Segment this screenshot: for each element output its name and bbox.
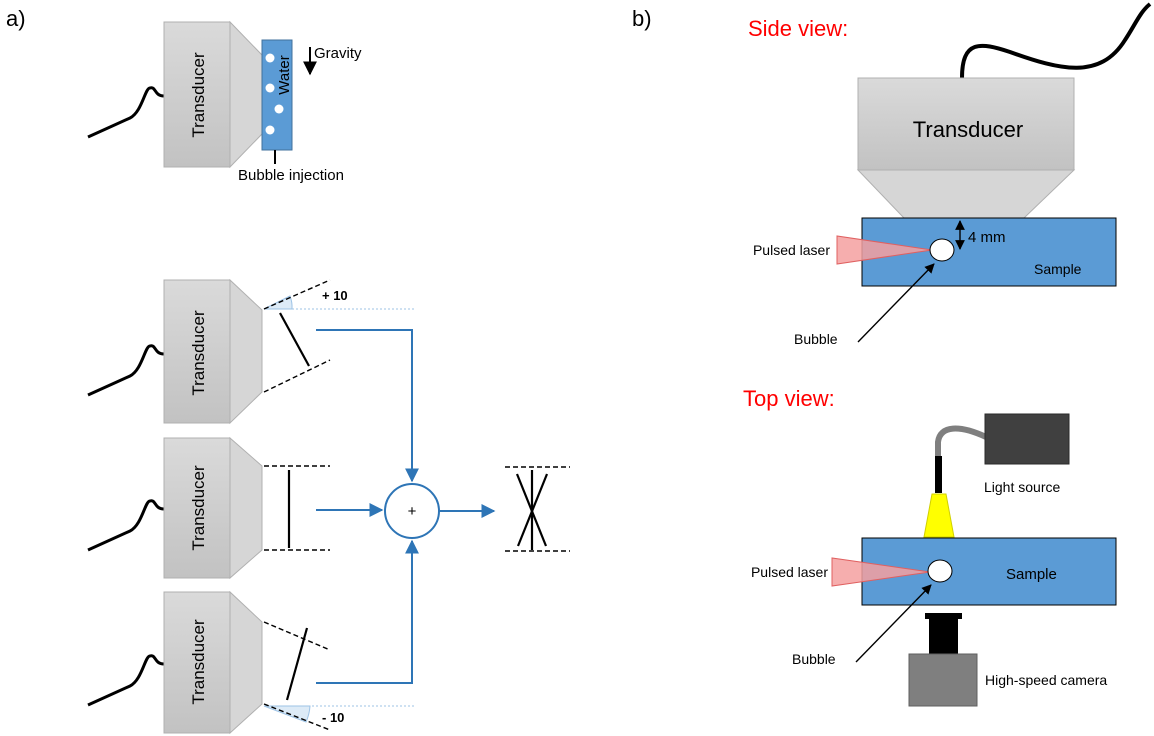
light-source-label: Light source (984, 479, 1060, 495)
top-bubble (927, 559, 953, 583)
side-laser-beam (836, 235, 933, 265)
bubble-dot (265, 125, 275, 135)
bubble-injection-label: Bubble injection (238, 167, 344, 184)
camera-label: High-speed camera (985, 672, 1107, 688)
top-laser-beam (831, 557, 931, 587)
zero-wavefront (264, 465, 330, 551)
light-source: Light source (923, 413, 1070, 538)
compounded-wavefront (505, 466, 570, 552)
side-bubble (929, 238, 955, 262)
sum-symbol: + (408, 503, 417, 520)
panel-a-label: a) (6, 6, 26, 31)
light-cone (923, 493, 955, 538)
plus-10-wavefront: + 10 (263, 279, 414, 393)
bubble-dot (265, 83, 275, 93)
high-speed-camera: High-speed camera (908, 613, 1107, 707)
side-bubble-pointer (857, 263, 935, 343)
transducer-1-label: Transducer (189, 310, 208, 396)
angle-plus-label: + 10 (322, 288, 348, 303)
top-laser-label: Pulsed laser (751, 564, 828, 580)
side-view-title: Side view: (748, 16, 848, 41)
top-transducer: Transducer (87, 20, 263, 169)
side-sample-label: Sample (1034, 261, 1082, 277)
transducer-3-label: Transducer (189, 619, 208, 705)
transducer-2-label: Transducer (189, 465, 208, 551)
summation-flow: + (316, 329, 496, 684)
panel-b-label: b) (632, 6, 652, 31)
transducer-1: Transducer (87, 278, 263, 425)
flow-arrow-top (316, 329, 419, 483)
side-sample: Sample (861, 217, 1117, 287)
water-label: Water (276, 55, 293, 94)
minus-10-wavefront: - 10 (263, 621, 414, 731)
distance-label: 4 mm (968, 229, 1006, 246)
side-transducer-label: Transducer (913, 117, 1023, 142)
angle-minus-label: - 10 (322, 710, 344, 725)
bubble-dot (274, 104, 284, 114)
water-channel: Water (261, 39, 293, 164)
side-laser-label: Pulsed laser (753, 242, 830, 258)
top-view-title: Top view: (743, 386, 835, 411)
transducer-3: Transducer (87, 590, 263, 735)
bubble-dot (265, 53, 275, 63)
transducer-2: Transducer (87, 436, 263, 580)
top-bubble-pointer (855, 584, 932, 663)
flow-arrow-bottom (316, 539, 419, 684)
side-bubble-label: Bubble (794, 331, 838, 347)
top-bubble-label: Bubble (792, 651, 836, 667)
top-transducer-label: Transducer (189, 52, 208, 138)
side-transducer: Transducer (856, 2, 1152, 219)
top-sample-label: Sample (1006, 566, 1057, 583)
gravity-label: Gravity (314, 45, 362, 62)
